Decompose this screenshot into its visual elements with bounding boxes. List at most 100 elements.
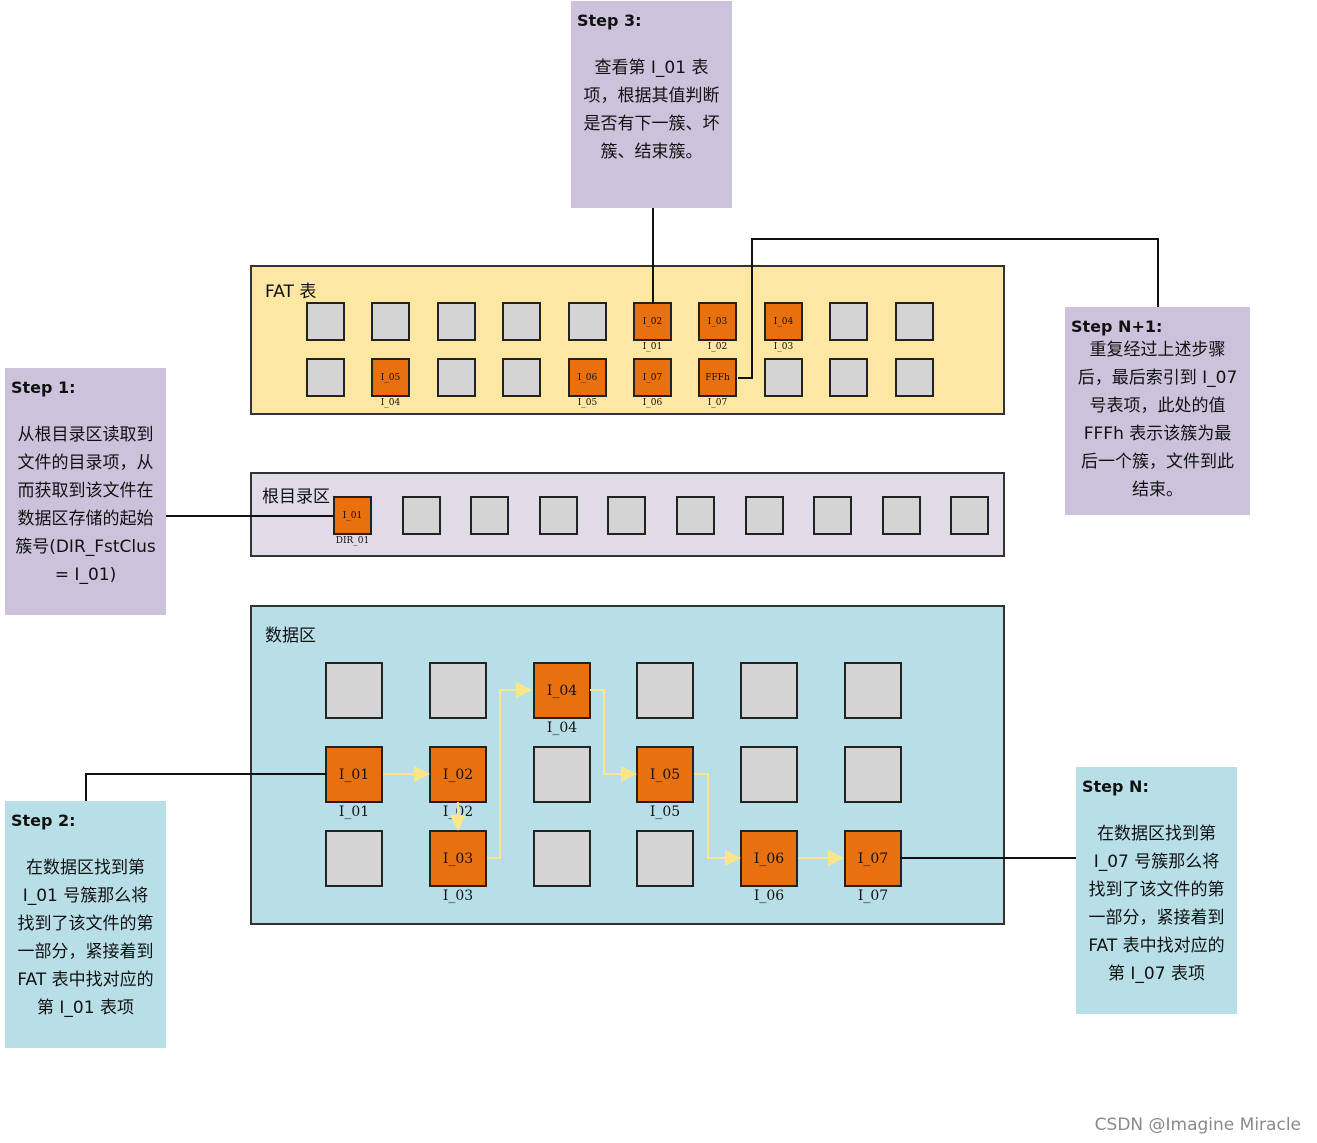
step2-connector (85, 773, 326, 801)
step2-line: 找到了该文件的第 (17, 914, 154, 934)
step3-note: Step 3: 查看第 I_01 表 项，根据其值判断 是否有下一簇、坏 簇、结… (571, 1, 732, 208)
data-cluster (325, 662, 383, 719)
fat-entry: I_05 (371, 358, 410, 397)
root-dir-entry (745, 496, 784, 535)
step3-line: 查看第 I_01 表 (594, 58, 709, 78)
stepn1-connector (738, 238, 1159, 379)
stepn1-title: Step N+1: (1071, 317, 1163, 336)
stepn1-line: 号表项，此处的值 (1089, 396, 1226, 416)
watermark: CSDN @Imagine Miracle (1094, 1115, 1301, 1135)
fat-entry (764, 358, 803, 397)
fat-entry: I_07 (633, 358, 672, 397)
fat-entry (371, 302, 410, 341)
step2-line: 一部分，紧接着到 (17, 942, 154, 962)
fat-entry-caption: I_02 (707, 342, 728, 352)
stepn-title: Step N: (1082, 777, 1149, 796)
fat-entry-caption: I_01 (642, 342, 663, 352)
fat-entry: I_03 (698, 302, 737, 341)
step1-note: Step 1: 从根目录区读取到 文件的目录项，从 而获取到该文件在 数据区存储… (5, 368, 166, 615)
step3-line: 是否有下一簇、坏 (583, 114, 720, 134)
data-cluster: I_05 (636, 746, 694, 803)
data-cluster: I_01 (325, 746, 383, 803)
data-cluster (325, 830, 383, 887)
stepn-line: 找到了该文件的第 (1088, 880, 1225, 900)
fat-entry (829, 358, 868, 397)
step1-line: = I_01) (54, 565, 117, 585)
fat-entry: I_06 (568, 358, 607, 397)
stepn1-line: FFFh 表示该簇为最 (1083, 424, 1232, 444)
root-directory-region: 根目录区 (250, 472, 1005, 557)
fat-entry (502, 302, 541, 341)
fat-entry (306, 358, 345, 397)
fat-entry (829, 302, 868, 341)
step1-line: 数据区存储的起始 (17, 509, 154, 529)
data-cluster-caption: I_07 (857, 888, 889, 904)
step3-title: Step 3: (577, 11, 642, 30)
stepn-line: 在数据区找到第 (1097, 824, 1216, 844)
data-cluster (636, 830, 694, 887)
stepn1-line: 结束。 (1132, 480, 1183, 500)
root-directory-label: 根目录区 (262, 487, 330, 507)
data-cluster-caption: I_03 (442, 888, 474, 904)
data-cluster-caption: I_01 (338, 804, 370, 820)
root-dir-entry (882, 496, 921, 535)
data-cluster (740, 746, 798, 803)
step2-line: FAT 表中找对应的 (17, 970, 154, 990)
root-dir-entry (813, 496, 852, 535)
fat-entry-caption: I_06 (642, 398, 663, 408)
data-cluster (740, 662, 798, 719)
data-cluster (844, 662, 902, 719)
stepn-line: 一部分，紧接着到 (1088, 908, 1225, 928)
root-dir-entry (402, 496, 441, 535)
fat-entry (437, 358, 476, 397)
step3-line: 项，根据其值判断 (583, 86, 720, 106)
fat-entry-caption: I_05 (577, 398, 598, 408)
stepn1-line: 后一个簇，文件到此 (1081, 452, 1234, 472)
step2-note: Step 2: 在数据区找到第 I_01 号簇那么将 找到了该文件的第 一部分，… (5, 801, 166, 1048)
data-cluster: I_06 (740, 830, 798, 887)
step2-line: 在数据区找到第 (26, 858, 145, 878)
stepn-note: Step N: 在数据区找到第 I_07 号簇那么将 找到了该文件的第 一部分，… (1076, 767, 1237, 1014)
stepn-line: FAT 表中找对应的 (1088, 936, 1225, 956)
stepn-line: I_07 号簇那么将 (1093, 852, 1220, 872)
fat-entry (568, 302, 607, 341)
data-area-label: 数据区 (265, 626, 316, 646)
root-dir-entry-caption: DIR_01 (335, 536, 370, 546)
root-dir-entry (607, 496, 646, 535)
step2-title: Step 2: (11, 811, 76, 830)
fat-entry: I_04 (764, 302, 803, 341)
stepn-line: 第 I_07 表项 (1108, 964, 1205, 984)
root-dir-entry: I_01 (333, 496, 372, 535)
chain-arrow-03-04 (487, 682, 532, 859)
data-cluster: I_02 (429, 746, 487, 803)
fat-entry (437, 302, 476, 341)
step1-title: Step 1: (11, 378, 76, 397)
fat-entry-caption: I_04 (380, 398, 401, 408)
root-dir-entry (950, 496, 989, 535)
data-cluster-caption: I_06 (753, 888, 785, 904)
data-cluster (533, 830, 591, 887)
stepn1-line: 重复经过上述步骤 (1089, 340, 1226, 360)
fat-entry: FFFh (698, 358, 737, 397)
data-cluster (844, 746, 902, 803)
fat-table-label: FAT 表 (265, 282, 317, 302)
root-dir-entry (676, 496, 715, 535)
stepn1-note: Step N+1: 重复经过上述步骤 后，最后索引到 I_07 号表项，此处的值… (1065, 307, 1250, 515)
root-dir-entry (539, 496, 578, 535)
data-cluster-caption: I_05 (649, 804, 681, 820)
fat-entry (895, 302, 934, 341)
step3-line: 簇、结束簇。 (600, 142, 703, 162)
data-cluster (533, 746, 591, 803)
data-cluster: I_03 (429, 830, 487, 887)
fat-entry-caption: I_07 (707, 398, 728, 408)
step1-line: 而获取到该文件在 (17, 481, 154, 501)
step1-line: 簇号(DIR_FstClus (15, 537, 156, 557)
step2-line: I_01 号簇那么将 (22, 886, 149, 906)
fat-entry (502, 358, 541, 397)
data-cluster-caption: I_04 (546, 720, 578, 736)
data-cluster (429, 662, 487, 719)
step1-line: 文件的目录项，从 (17, 453, 154, 473)
stepn1-line: 后，最后索引到 I_07 (1077, 368, 1238, 388)
fat-entry (306, 302, 345, 341)
